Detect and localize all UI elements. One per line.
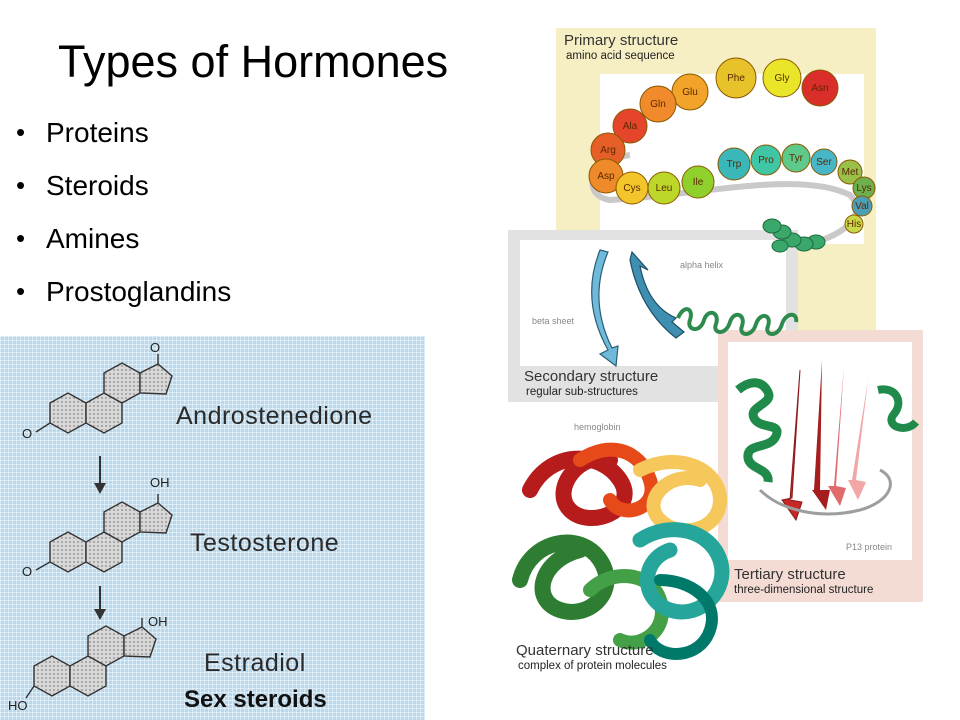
amino-acid-label: Gly [775,73,790,84]
hydroxyl-label: HO [8,698,28,713]
bullet-text: Prostoglandins [46,276,232,307]
bullet-dot-icon: • [16,276,26,306]
helix-chain [762,218,826,253]
bullet-list: • Proteins • Steroids • Amines • Prostogland… [10,106,231,318]
amino-acid-label: Pro [758,155,774,166]
amino-acid-label: Asp [597,171,615,182]
tertiary-fold-icon [735,360,920,522]
steroid-diagram: O O OH O OH HO Androstenedione Testoster… [0,336,425,720]
bullet-item: • Amines [10,212,231,265]
bullet-text: Amines [46,223,140,254]
arrow-down-icon [94,456,106,494]
hydroxyl-label: OH [150,475,170,490]
compound-name: Testosterone [190,529,340,557]
panel-subtitle: three-dimensional structure [734,584,874,596]
protein-structure-figure: Primary structure amino acid sequence al… [500,20,930,700]
beta-sheet-icon [591,249,685,368]
oxygen-label: O [22,564,33,579]
amino-acid-bead [851,195,873,217]
bullet-text: Proteins [46,117,149,148]
amino-acid-label: Arg [600,145,616,156]
amino-acid-bead [837,159,863,185]
bullet-dot-icon: • [16,170,26,200]
bullet-dot-icon: • [16,223,26,253]
panel-subtitle: regular sub-structures [526,386,638,398]
amino-acid-label: Glu [682,87,698,98]
oxygen-label: O [150,340,161,355]
amino-acid-label: Phe [727,73,745,84]
amino-acid-bead [762,58,802,98]
amino-acid-bead [801,69,839,107]
beta-sheet-label: beta sheet [532,316,575,326]
panel-subtitle: amino acid sequence [566,50,675,62]
amino-acid-bead [810,148,838,176]
quaternary-fold-icon [512,442,730,660]
amino-acid-label: Tyr [789,153,804,164]
amino-acid-label: Met [842,167,859,178]
amino-acid-label: Ser [816,157,832,168]
amino-acid-label: Val [855,201,869,212]
amino-acid-label: Leu [656,183,673,194]
bullet-item: • Proteins [10,106,231,159]
protein-name-label: hemoglobin [574,422,621,432]
hydroxyl-label: OH [148,614,168,629]
amino-acid-bead [781,143,811,173]
amino-acid-label: Gln [650,99,666,110]
panel-title: Quaternary structure [516,642,654,659]
amino-acid-label: Lys [856,183,871,194]
figure-caption: Sex steroids [184,686,327,713]
bullet-item: • Steroids [10,159,231,212]
alpha-helix-label: alpha helix [680,260,724,270]
amino-acid-bead [612,108,648,144]
amino-acid-bead [750,144,782,176]
compound-name: Estradiol [204,649,306,677]
testosterone-structure [35,494,173,573]
amino-acid-bead [639,85,677,123]
estradiol-structure [25,618,157,699]
panel-subtitle: complex of protein molecules [518,660,667,672]
panel-title: Tertiary structure [734,566,846,583]
amino-acid-bead [681,165,715,199]
bullet-text: Steroids [46,170,149,201]
amino-acid-bead [647,171,681,205]
steroid-structures-drawing [25,354,173,699]
alpha-helix-icon [676,307,799,336]
slide-title: Types of Hormones [58,36,449,87]
panel-title: Secondary structure [524,368,659,385]
bullet-dot-icon: • [16,117,26,147]
amino-acid-label: His [847,219,861,230]
compound-name: Androstenedione [176,402,373,430]
androstenedione-structure [35,354,173,434]
bullet-item: • Prostoglandins [10,265,231,318]
amino-acid-bead [715,57,757,99]
amino-acid-label: Ile [693,177,704,188]
protein-name-label: P13 protein [846,542,893,552]
amino-acid-label: Trp [727,159,742,170]
amino-acid-bead [717,147,751,181]
amino-acid-label: Asn [811,83,828,94]
amino-acid-label: Cys [623,183,640,194]
oxygen-label: O [22,426,33,441]
amino-acid-label: Ala [623,121,638,132]
arrow-down-icon [94,586,106,620]
amino-acid-bead [844,214,864,234]
panel-title: Primary structure [564,32,679,49]
